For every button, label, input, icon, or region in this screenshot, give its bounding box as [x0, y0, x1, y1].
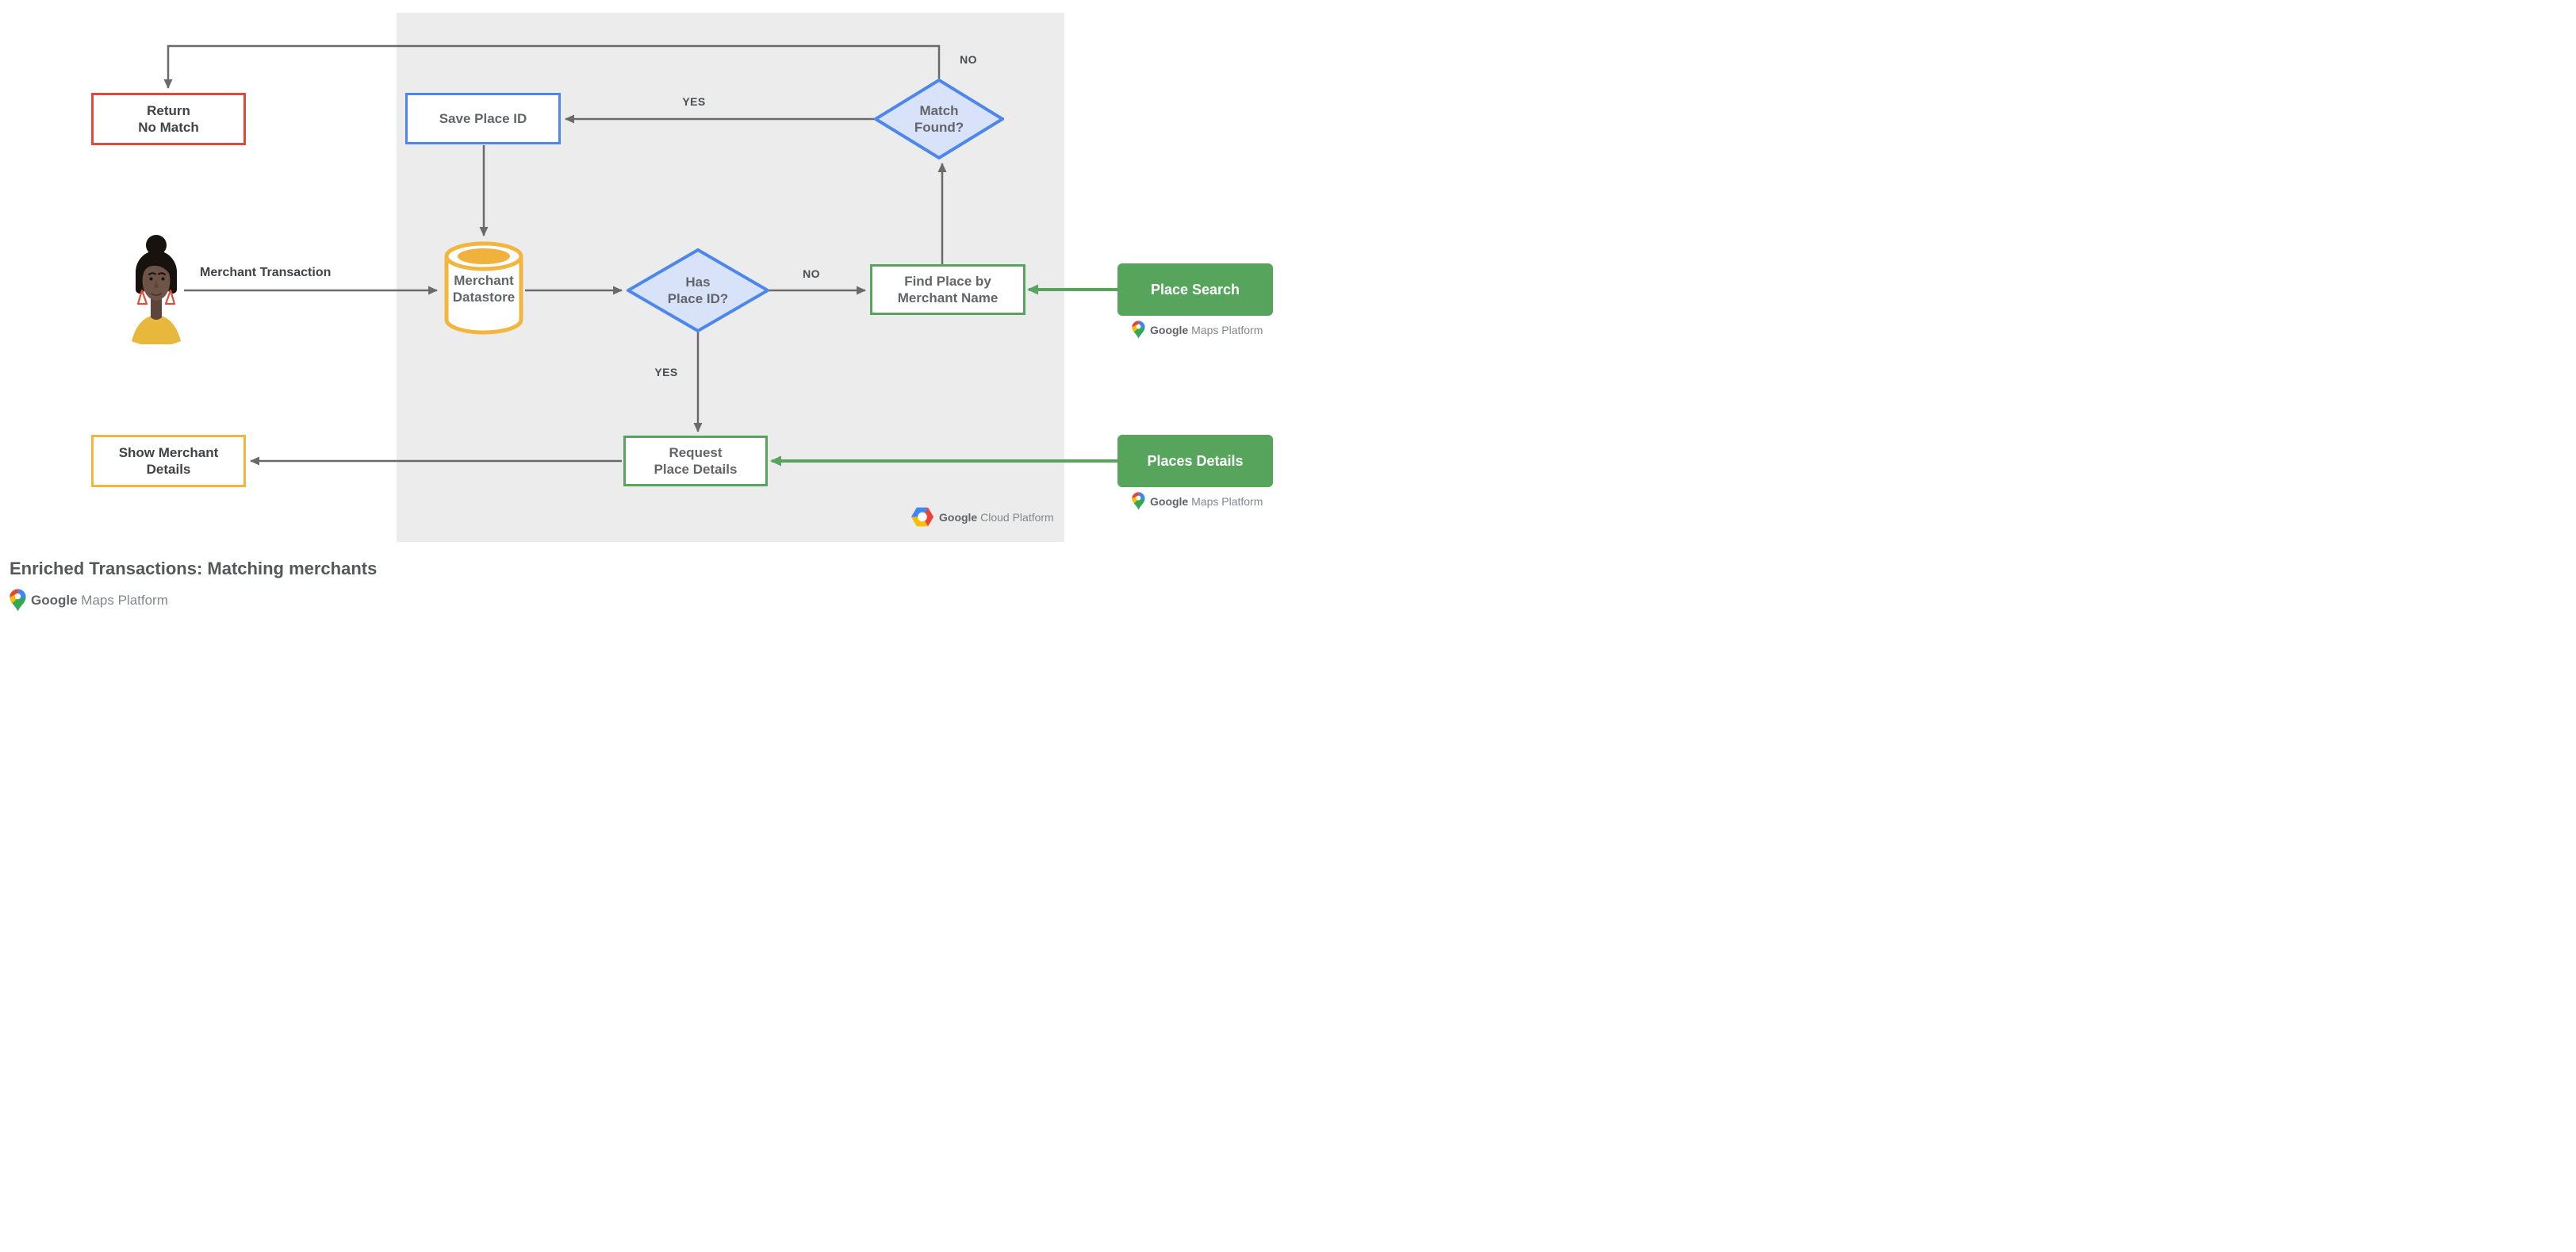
maps-platform-product: Maps Platform	[1191, 323, 1263, 336]
node-places-details-label: Places Details	[1147, 452, 1244, 469]
maps-platform-logo-places-details: Google Maps Platform	[1132, 492, 1263, 510]
node-place-search-api: Place Search	[1117, 263, 1273, 316]
maps-platform-product: Maps Platform	[81, 592, 168, 608]
flowchart-canvas: Return No Match Save Place ID Match Foun…	[0, 0, 1288, 626]
node-find-place-by-merchant-name: Find Place by Merchant Name	[870, 264, 1025, 315]
node-has-place-id: Has Place ID?	[627, 248, 769, 332]
node-place-search-label: Place Search	[1150, 281, 1240, 298]
cloud-platform-logo-text: Google Cloud Platform	[939, 511, 1054, 524]
node-return-no-match: Return No Match	[91, 93, 246, 145]
maps-platform-brand: Google	[31, 592, 78, 608]
node-save-place-id: Save Place ID	[405, 93, 561, 144]
maps-platform-brand: Google	[1150, 323, 1189, 336]
node-request-place-details-label: Request Place Details	[654, 445, 738, 477]
maps-platform-logo-place-search: Google Maps Platform	[1132, 321, 1263, 339]
edge-label-has-place-id-no: NO	[803, 267, 820, 280]
has-place-id-diamond-shape	[627, 248, 769, 332]
page-title: Enriched Transactions: Matching merchant…	[10, 559, 378, 578]
person-avatar	[132, 235, 181, 344]
maps-platform-logo-footer: Google Maps Platform	[10, 589, 168, 612]
maps-platform-brand: Google	[1150, 494, 1189, 508]
maps-platform-logo-text: Google Maps Platform	[1150, 495, 1263, 508]
edge-label-match-found-yes: YES	[682, 95, 706, 108]
node-match-found: Match Found?	[874, 79, 1004, 159]
node-return-no-match-label: Return No Match	[138, 103, 199, 135]
cloud-platform-product: Cloud Platform	[980, 510, 1054, 524]
datastore-cylinder-shape	[444, 241, 523, 335]
node-match-found-label: Match Found?	[914, 103, 964, 135]
node-save-place-id-label: Save Place ID	[439, 111, 527, 126]
maps-platform-logo-text: Google Maps Platform	[1150, 324, 1263, 336]
google-maps-pin-icon	[1132, 492, 1145, 510]
node-request-place-details: Request Place Details	[623, 436, 768, 486]
node-find-place-label: Find Place by Merchant Name	[897, 274, 999, 305]
edge-label-match-found-no: NO	[960, 53, 977, 66]
cloud-platform-brand: Google	[939, 510, 978, 524]
node-merchant-datastore: Merchant Datastore	[443, 240, 525, 337]
node-places-details-api: Places Details	[1117, 435, 1273, 487]
cloud-platform-logo: Google Cloud Platform	[910, 506, 1054, 528]
google-cloud-hexagon-icon	[910, 507, 934, 527]
maps-platform-logo-text: Google Maps Platform	[31, 593, 168, 609]
edge-label-has-place-id-yes: YES	[654, 366, 678, 378]
node-show-merchant-details: Show Merchant Details	[91, 435, 246, 487]
node-show-merchant-details-label: Show Merchant Details	[118, 445, 219, 477]
node-merchant-datastore-label: Merchant Datastore	[452, 273, 516, 305]
match-found-diamond-shape	[874, 79, 1004, 159]
node-has-place-id-label: Has Place ID?	[667, 275, 729, 306]
maps-platform-product: Maps Platform	[1191, 494, 1263, 508]
google-maps-pin-icon	[1132, 321, 1145, 339]
google-maps-pin-icon	[10, 589, 26, 612]
merchant-transaction-label: Merchant Transaction	[200, 266, 332, 279]
